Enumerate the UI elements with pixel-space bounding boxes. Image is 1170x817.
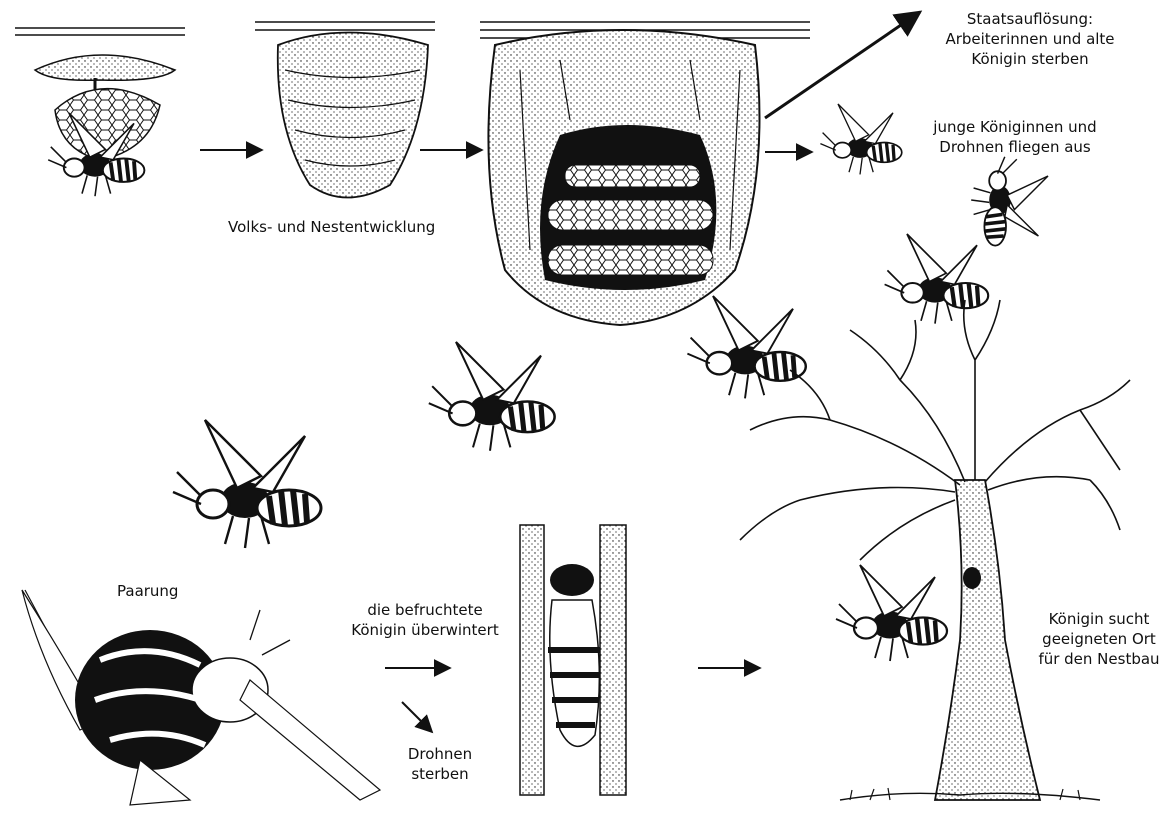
growing-nest-illustration <box>278 33 428 198</box>
label-queen-overwinters: die befruchtete Königin überwintert <box>345 600 505 640</box>
label-colony-dissolution: Staatsauflösung: Arbeiterinnen und alte … <box>925 9 1135 69</box>
label-mating: Paarung <box>117 581 178 601</box>
arrow-to-colony-dissolution <box>765 12 920 118</box>
label-line: Arbeiterinnen und alte <box>925 29 1135 49</box>
label-line: junge Königinnen und <box>915 117 1115 137</box>
label-line: Drohnen <box>400 744 480 764</box>
label-line: die befruchtete <box>345 600 505 620</box>
label-line: Drohnen fliegen aus <box>915 137 1115 157</box>
label-young-queens-fly-out: junge Königinnen und Drohnen fliegen aus <box>915 117 1115 157</box>
label-line: sterben <box>400 764 480 784</box>
label-line: Königin überwintert <box>345 620 505 640</box>
mating-pair-illustration <box>22 590 380 805</box>
label-nest-development: Volks- und Nestentwicklung <box>228 217 435 237</box>
label-line: Staatsauflösung: <box>925 9 1135 29</box>
label-line: geeigneten Ort <box>1030 629 1168 649</box>
overwintering-queen-illustration <box>520 525 626 795</box>
label-line: für den Nestbau <box>1030 649 1168 669</box>
arrow-to-drones-die <box>402 702 432 732</box>
label-line: Königin sterben <box>925 49 1135 69</box>
label-queen-seeks-nest-site: Königin sucht geeigneten Ort für den Nes… <box>1030 609 1168 669</box>
founding-nest-illustration <box>35 55 175 196</box>
mature-nest-illustration <box>488 30 759 325</box>
label-drones-die: Drohnen sterben <box>400 744 480 784</box>
label-line: Königin sucht <box>1030 609 1168 629</box>
